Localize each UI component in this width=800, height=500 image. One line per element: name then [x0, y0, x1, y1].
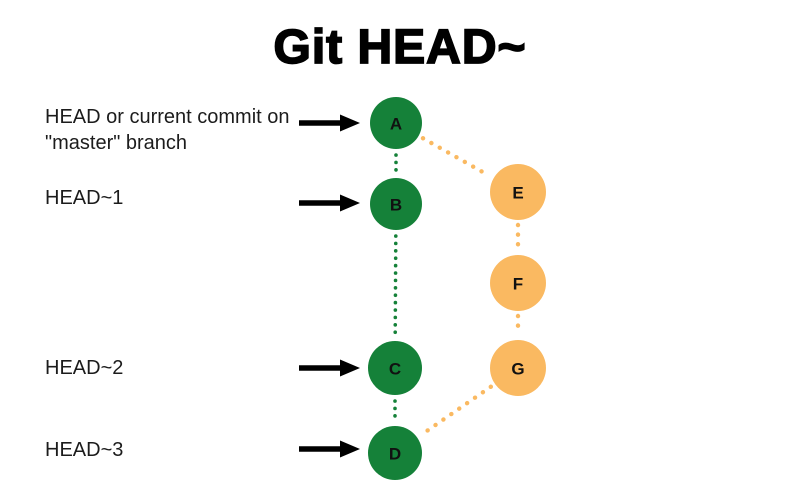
commit-label-A: A: [390, 115, 402, 134]
annotation-head-current-commit: HEAD or current commit on "master" branc…: [45, 106, 290, 154]
edge-A-E: [420, 136, 492, 178]
commit-label-B: B: [390, 196, 402, 215]
edge-B-C: [393, 234, 398, 337]
commit-circle-E: [490, 164, 546, 220]
commit-circle-C: [368, 341, 422, 395]
arrow-right-icon: [299, 359, 360, 377]
commit-node-G: G: [490, 340, 546, 396]
commit-circle-G: [490, 340, 546, 396]
page-title: Git HEAD~: [273, 20, 527, 75]
commit-node-F: F: [490, 255, 546, 311]
annotation-head-3: HEAD~3: [45, 439, 124, 461]
commit-label-E: E: [512, 184, 523, 203]
edge-G-D: [419, 384, 494, 438]
commit-label-D: D: [389, 445, 401, 464]
arrow-right-icon: [299, 114, 360, 132]
commit-circle-A: [370, 97, 422, 149]
commit-label-G: G: [511, 360, 524, 379]
commit-node-C: C: [368, 341, 422, 395]
annotation-head-2: HEAD~2: [45, 357, 124, 379]
commit-node-E: E: [490, 164, 546, 220]
arrow-right-icon: [299, 440, 360, 458]
commit-circle-B: [370, 178, 422, 230]
arrow-right-icon: [299, 194, 360, 212]
commit-node-B: B: [370, 178, 422, 230]
commit-node-A: A: [370, 97, 422, 149]
commit-label-F: F: [513, 275, 523, 294]
annotation-head-1: HEAD~1: [45, 187, 124, 209]
commit-circle-F: [490, 255, 546, 311]
commit-node-D: D: [368, 426, 422, 480]
commit-label-C: C: [389, 360, 401, 379]
commit-circle-D: [368, 426, 422, 480]
